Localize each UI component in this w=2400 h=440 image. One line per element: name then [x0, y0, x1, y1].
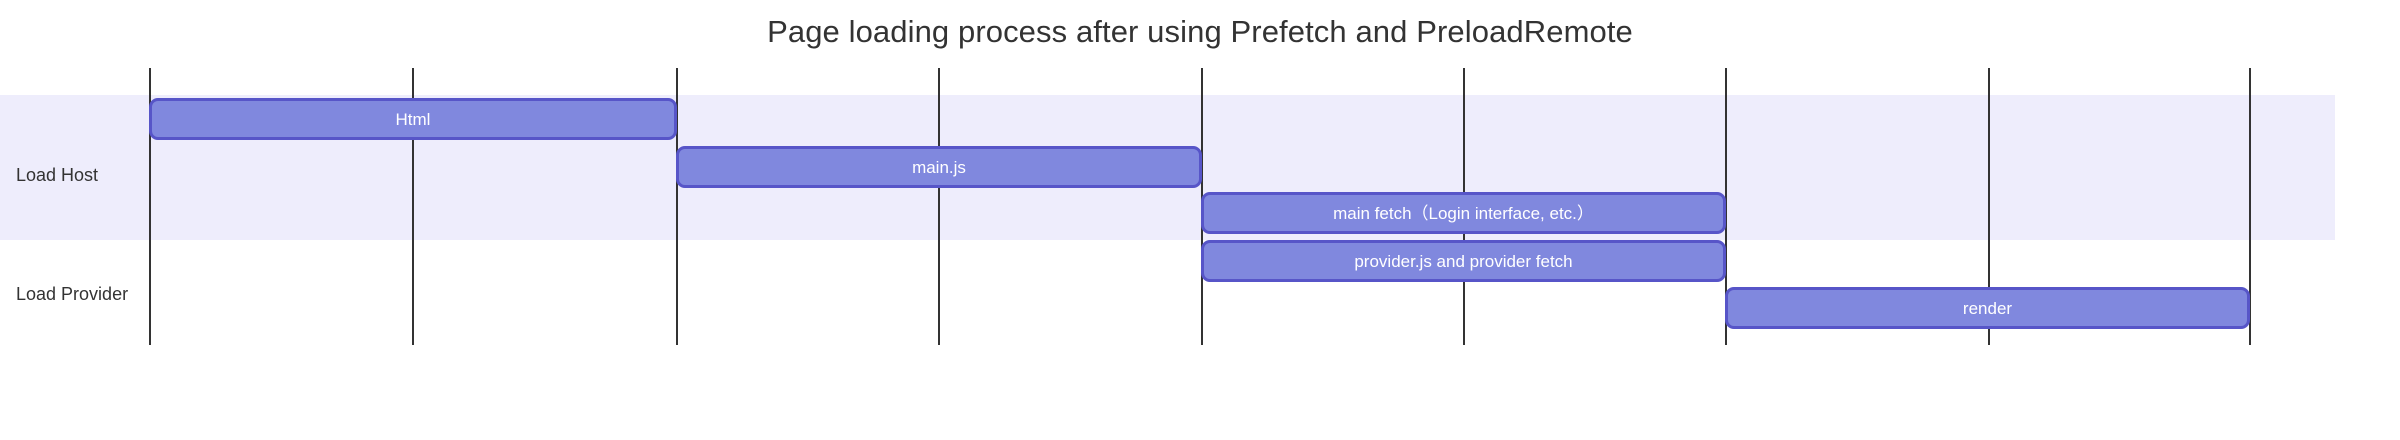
x-gridline-3	[938, 68, 940, 345]
task-bar[interactable]: provider.js and provider fetch	[1201, 240, 1726, 282]
task-bar-label: provider.js and provider fetch	[1354, 251, 1573, 271]
x-gridline-1	[412, 68, 414, 345]
task-bar[interactable]: main.js	[676, 146, 1202, 188]
task-bar[interactable]: render	[1725, 287, 2250, 329]
task-bar-label: main.js	[912, 157, 966, 177]
y-axis-label-load-host: Load Host	[16, 165, 99, 185]
task-bar[interactable]: Html	[149, 98, 677, 140]
x-gridline-6	[1725, 68, 1727, 345]
x-gridline-7	[1988, 68, 1990, 345]
task-bar[interactable]: main fetch（Login interface, etc.）	[1201, 192, 1726, 234]
x-gridline-2	[676, 68, 678, 345]
x-gridline-8	[2249, 68, 2251, 345]
x-gridline-0	[149, 68, 151, 345]
y-axis-label-load-provider: Load Provider	[16, 284, 129, 304]
task-bar-label: render	[1962, 298, 2013, 318]
task-bar-label: main fetch（Login interface, etc.）	[1333, 203, 1594, 223]
task-bar-label: Html	[395, 109, 431, 129]
chart-title: Page loading process after using Prefetc…	[767, 14, 1633, 49]
